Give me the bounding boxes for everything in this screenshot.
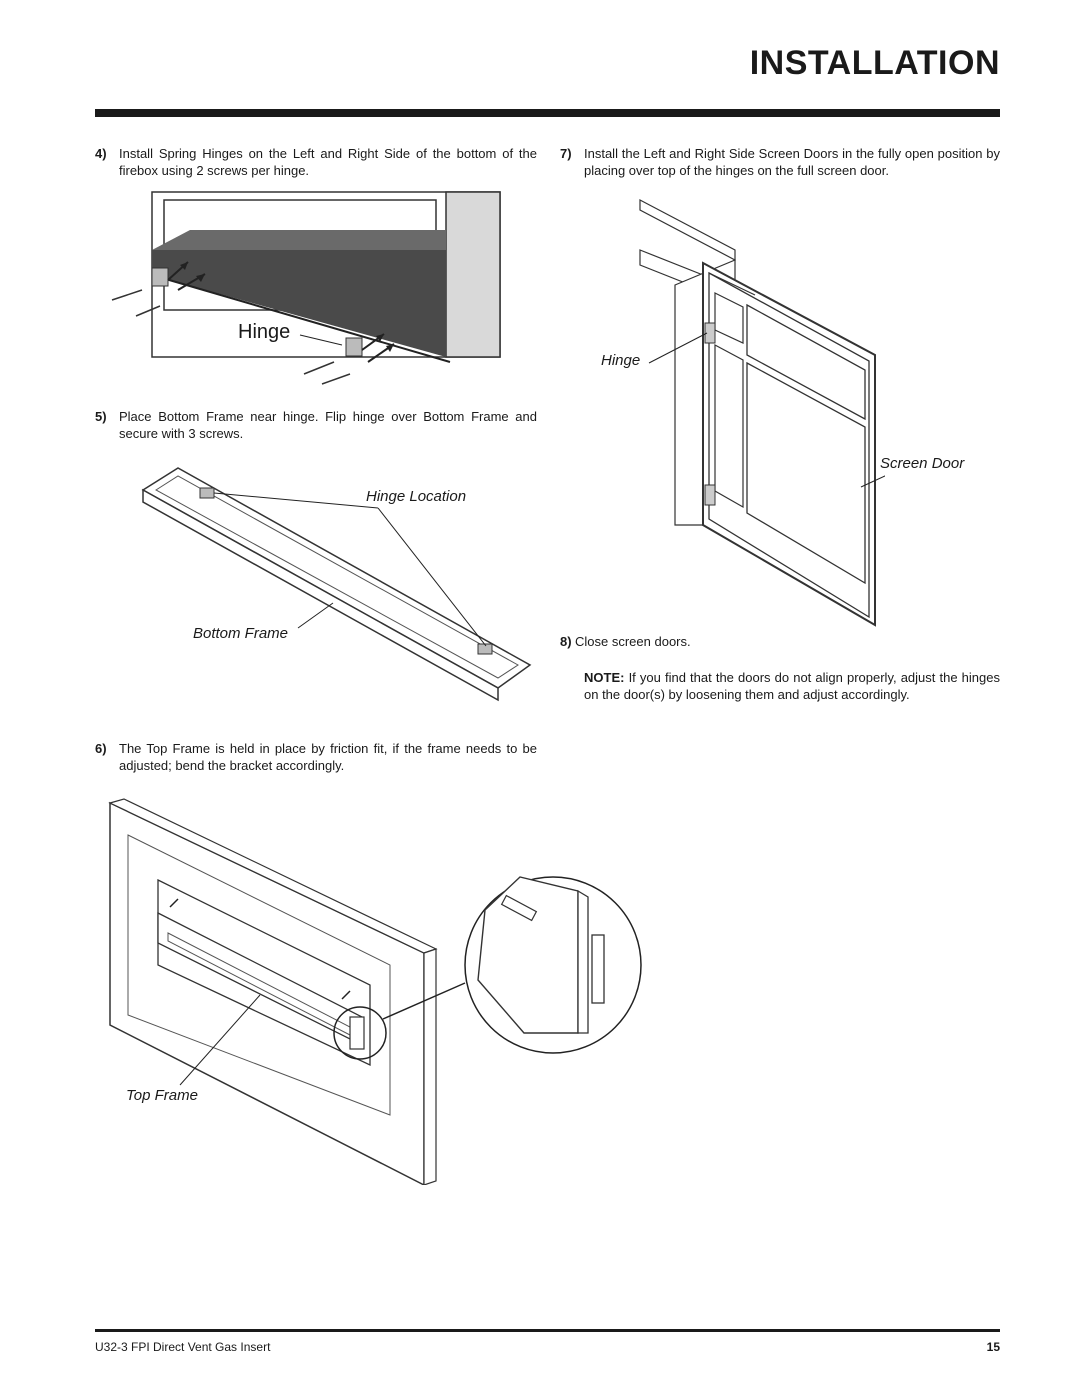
step-number: 4): [95, 146, 107, 161]
note: NOTE: If you find that the doors do not …: [584, 669, 1000, 703]
step-number: 8): [560, 634, 572, 649]
step-number: 6): [95, 741, 107, 756]
page-title: INSTALLATION: [749, 44, 1000, 82]
hinge-figure: [111, 191, 501, 385]
footer-rule: [95, 1329, 1000, 1332]
screen-door-figure: [639, 199, 885, 627]
footer-doc-title: U32-3 FPI Direct Vent Gas Insert: [95, 1340, 271, 1354]
step-text: Place Bottom Frame near hinge. Flip hing…: [119, 409, 537, 441]
step-text: The Top Frame is held in place by fricti…: [119, 741, 537, 773]
step-text: Install Spring Hinges on the Left and Ri…: [119, 146, 537, 178]
hinge-location-label: Hinge Location: [366, 488, 467, 505]
top-frame-figure: [108, 798, 642, 1185]
door-hinge-label: Hinge: [601, 352, 641, 369]
step-7: 7) Install the Left and Right Side Scree…: [560, 145, 1000, 179]
step-number: 7): [560, 146, 572, 161]
step-number: 5): [95, 409, 107, 424]
note-text: If you find that the doors do not align …: [584, 670, 1000, 702]
page-number: 15: [986, 1340, 1000, 1354]
bottom-frame-figure: [141, 467, 532, 702]
screen-door-label: Screen Door: [880, 455, 965, 472]
step-5: 5) Place Bottom Frame near hinge. Flip h…: [95, 408, 537, 442]
bottom-frame-label: Bottom Frame: [193, 625, 289, 642]
top-frame-label: Top Frame: [126, 1087, 198, 1104]
step-4: 4) Install Spring Hinges on the Left and…: [95, 145, 537, 179]
header-rule: [95, 109, 1000, 117]
note-label: NOTE:: [584, 670, 625, 685]
step-6: 6) The Top Frame is held in place by fri…: [95, 740, 537, 774]
step-8: 8) Close screen doors.: [560, 633, 1000, 650]
step-text: Install the Left and Right Side Screen D…: [584, 146, 1000, 178]
hinge-label: Hinge: [238, 321, 291, 343]
step-text: Close screen doors.: [575, 634, 691, 649]
